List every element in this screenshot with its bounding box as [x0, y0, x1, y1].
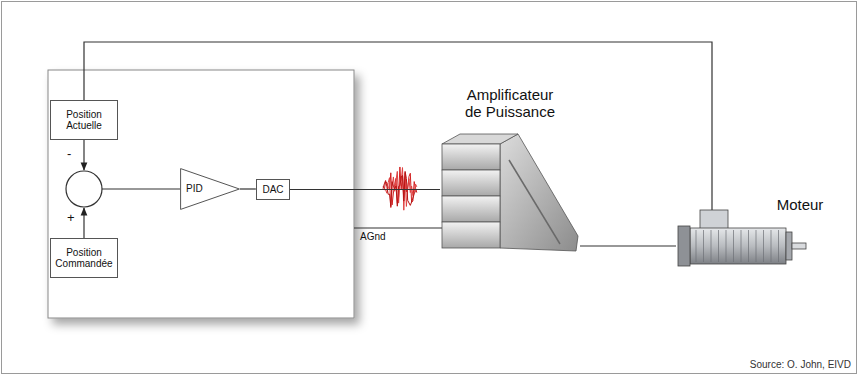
amplifier-wedge	[500, 134, 578, 251]
motor-fin	[748, 230, 749, 262]
input-box: Position Actuelle	[50, 100, 118, 140]
motor-flange	[678, 226, 690, 266]
motor-fin	[726, 230, 727, 262]
plus-sign: +	[67, 210, 75, 225]
motor-fin	[763, 230, 764, 262]
motor-fin	[718, 230, 719, 262]
amplifier-illustration	[442, 134, 578, 251]
error-wire	[102, 188, 180, 189]
signal-wire	[290, 189, 440, 190]
motor-shaft	[792, 243, 806, 249]
motor-body	[690, 228, 786, 264]
encoder	[700, 210, 728, 230]
signal-name: AGnd	[360, 231, 386, 242]
motor-node: Moteur	[676, 196, 808, 268]
motor-fin	[703, 230, 704, 262]
motor-fin	[733, 230, 734, 262]
amplifier-node: Amplificateur de Puissance	[440, 86, 580, 256]
controller-box	[48, 70, 354, 318]
signal-wire	[240, 188, 256, 189]
motor-fin	[778, 230, 779, 262]
encoder-wire	[711, 196, 712, 210]
motor-fin	[711, 230, 712, 262]
motor-fin	[696, 230, 697, 262]
ground-wire	[354, 227, 442, 228]
dac-box: DAC	[256, 179, 290, 200]
motor-illustration	[678, 210, 806, 266]
signal-wire	[84, 42, 712, 196]
motor-endcap	[786, 232, 792, 260]
motor-fin	[741, 230, 742, 262]
motor-fins	[696, 230, 779, 262]
node-label: Position Commandée	[51, 247, 117, 270]
noise-trace	[383, 168, 417, 211]
source-note: Source: O. John, EIVD	[750, 359, 851, 370]
amplifier-slab	[442, 196, 500, 222]
noise-signal	[383, 167, 417, 210]
amplifier-slab	[442, 144, 500, 170]
signal-wire	[580, 245, 676, 246]
amplifier-slab	[442, 170, 500, 196]
node-label: DAC	[262, 184, 283, 196]
feedback-arrow	[83, 140, 84, 170]
pid-triangle: PID	[180, 168, 240, 210]
triangle-shape	[181, 169, 240, 210]
setpoint-arrow	[83, 208, 84, 238]
summing-junction	[66, 171, 102, 207]
amplifier-groove	[509, 160, 560, 244]
motor-fin	[771, 230, 772, 262]
amplifier-slab	[442, 222, 500, 248]
node-label: Position Actuelle	[51, 109, 117, 132]
input-box: Position Commandée	[50, 238, 118, 278]
amplifier-top	[442, 134, 518, 144]
minus-sign: -	[67, 146, 71, 161]
node-label: Amplificateur de Puissance	[460, 86, 560, 121]
node-label: Moteur	[734, 196, 859, 213]
motor-fin	[756, 230, 757, 262]
node-label: PID	[186, 183, 203, 195]
